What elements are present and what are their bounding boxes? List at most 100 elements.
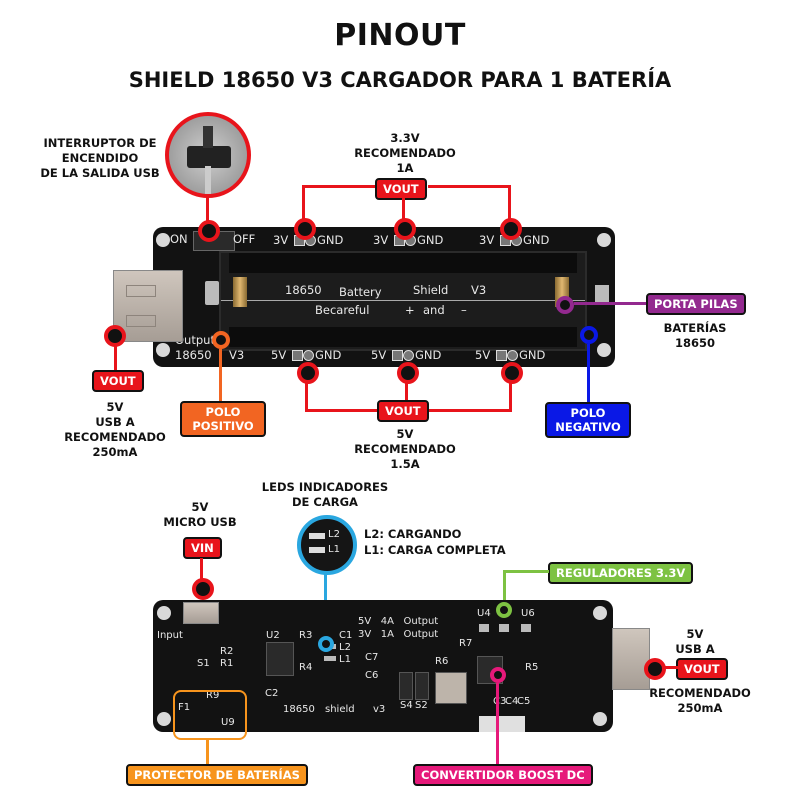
- mount-hole: [593, 606, 607, 620]
- silk-model: 18650: [175, 348, 212, 362]
- regulator-u5: [499, 624, 509, 632]
- out-5v-line-drop2: [405, 382, 408, 401]
- polo-positivo-line: [219, 349, 222, 401]
- diode-s4: [399, 672, 413, 700]
- silk-holder-text: –: [461, 303, 467, 317]
- silk-ref: U2: [266, 630, 280, 641]
- silk-ref: L1: [339, 654, 351, 665]
- silk-5v: 5V: [475, 348, 491, 362]
- silk-5v: 5V: [271, 348, 287, 362]
- silk-ref: S4: [400, 700, 413, 711]
- silk-ref: C3: [493, 696, 507, 707]
- mount-hole: [593, 712, 607, 726]
- vin-tag: VIN: [183, 537, 222, 559]
- silk-ref: C5: [517, 696, 531, 707]
- reguladores-line-h: [503, 570, 549, 573]
- mount-hole: [597, 233, 611, 247]
- battery-holder: 18650 Battery Shield V3 Becareful + and …: [219, 251, 587, 351]
- silk-ref: S2: [415, 700, 428, 711]
- out-3v3-line-drop1: [302, 185, 305, 221]
- usb-a-vout-tag: VOUT: [92, 370, 144, 392]
- polo-negativo-tag: POLO NEGATIVO: [545, 402, 631, 438]
- out-3v3-vout-tag: VOUT: [375, 178, 427, 200]
- silk-out3v: 3V 1A Output: [358, 629, 439, 640]
- mount-hole: [156, 343, 170, 357]
- regulator-u4: [479, 624, 489, 632]
- marker-3v-pin3: [500, 218, 522, 240]
- silk-holder-text: +: [405, 303, 415, 317]
- silk-out5v: 5V 4A Output: [358, 616, 439, 627]
- porta-pilas-spec: BATERÍAS 18650: [663, 321, 727, 350]
- out-5v-line-right: [428, 409, 512, 412]
- silk-ref: R7: [459, 638, 473, 649]
- mount-hole: [157, 606, 171, 620]
- silk-3v: 3V: [273, 233, 289, 247]
- positive-contact: [233, 277, 247, 307]
- vin-spec: 5V MICRO USB: [163, 500, 237, 529]
- marker-boost: [490, 667, 506, 683]
- marker-3v-pin2: [394, 218, 416, 240]
- silk-gnd: GND: [523, 233, 550, 247]
- usb-out-vout-tag: VOUT: [676, 658, 728, 680]
- bottom-board-view: 5V MICRO USB VIN LEDS INDICADORES DE CAR…: [0, 470, 800, 800]
- silk-gnd: GND: [415, 348, 442, 362]
- silk-holder-text: V3: [471, 283, 487, 297]
- led-l2-legend: L2: CARGANDO: [364, 527, 462, 541]
- silk-version: V3: [229, 348, 245, 362]
- vin-line: [200, 558, 203, 582]
- pad-gnd: [507, 350, 518, 361]
- usb-out-spec-bottom: RECOMENDADO 250mA: [649, 686, 751, 715]
- leds-zoom-circle: L2 L1: [297, 515, 357, 575]
- mount-hole: [597, 343, 611, 357]
- silk-holder-text: Battery: [339, 285, 382, 299]
- usb-a-port-bottom[interactable]: [612, 628, 650, 690]
- leds-title: LEDS INDICADORES DE CARGA: [261, 480, 389, 509]
- usb-a-port-top[interactable]: [113, 270, 183, 342]
- protector-tag: PROTECTOR DE BATERÍAS: [126, 764, 308, 786]
- reguladores-tag: REGULADORES 3.3V: [548, 562, 694, 584]
- solder-lug: [205, 281, 219, 305]
- marker-leds: [318, 636, 334, 652]
- silk-holder-text: Shield: [413, 283, 449, 297]
- page-subtitle: SHIELD 18650 V3 CARGADOR PARA 1 BATERÍA: [128, 68, 672, 92]
- pad-5v: [392, 350, 403, 361]
- reguladores-line-v: [503, 570, 506, 606]
- out-5v-line-drop1: [305, 382, 308, 411]
- silk-input: Input: [157, 630, 183, 641]
- silk-ref: C6: [365, 670, 379, 681]
- silk-off: OFF: [233, 232, 256, 246]
- top-board-view: INTERRUPTOR DE ENCENDIDO DE LA SALIDA US…: [40, 112, 746, 471]
- usb-out-spec-top: 5V USB A: [675, 627, 715, 656]
- out-3v3-line-right: [428, 185, 509, 188]
- usb-a-spec: 5V USB A RECOMENDADO 250mA: [64, 400, 166, 459]
- silk-ref: F1: [178, 702, 191, 713]
- label-patch: [479, 716, 525, 732]
- out-5v-line-left: [305, 409, 378, 412]
- silk-ref: C2: [265, 688, 279, 699]
- pad-gnd: [403, 350, 414, 361]
- silk-output: Output: [175, 333, 215, 347]
- porta-pilas-line: [574, 302, 648, 305]
- out-5v-line-drop3: [509, 382, 512, 411]
- out-3v3-line-left: [302, 185, 375, 188]
- silk-ref: U9: [221, 717, 235, 728]
- diode-s2: [415, 672, 429, 700]
- protector-highlight: [173, 690, 247, 740]
- mount-hole: [157, 712, 171, 726]
- marker-switch: [198, 220, 220, 242]
- marker-reguladores: [496, 602, 512, 618]
- silk-gnd: GND: [519, 348, 546, 362]
- marker-5v-pin2: [397, 362, 419, 384]
- silk-holder-text: 18650: [285, 283, 322, 297]
- marker-porta-pilas: [556, 296, 574, 314]
- marker-usb-a-top: [104, 325, 126, 347]
- micro-usb-port[interactable]: [183, 602, 219, 624]
- protector-line: [206, 738, 209, 764]
- silk-l1: L1: [328, 544, 340, 555]
- silk-ref: U4: [477, 608, 491, 619]
- boost-line: [496, 683, 499, 765]
- marker-vin: [192, 578, 214, 600]
- solder-lug: [595, 285, 609, 305]
- silk-l2: L2: [328, 529, 340, 540]
- pad-gnd: [303, 350, 314, 361]
